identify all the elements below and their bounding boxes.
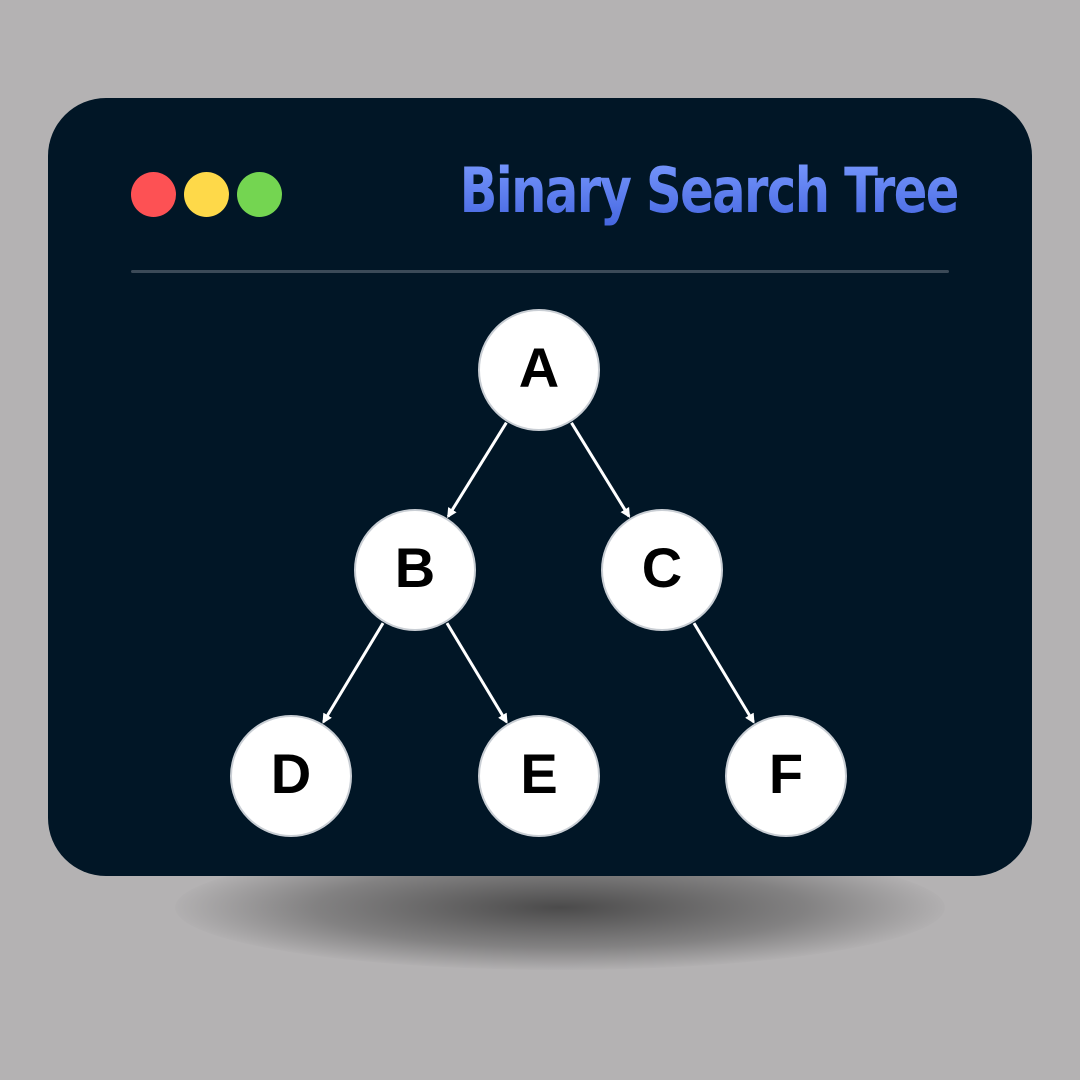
tree-node-b[interactable]: B bbox=[354, 509, 476, 631]
edge-a-b bbox=[446, 421, 508, 519]
node-label: C bbox=[642, 536, 682, 599]
tree-node-f[interactable]: F bbox=[725, 715, 847, 837]
maximize-button[interactable] bbox=[237, 172, 282, 217]
tree-node-a[interactable]: A bbox=[478, 309, 600, 431]
header-divider bbox=[131, 270, 949, 273]
node-label: E bbox=[520, 742, 557, 805]
tree-edges bbox=[322, 421, 755, 724]
edge-c-f bbox=[692, 622, 755, 724]
edge-a-c bbox=[570, 422, 631, 519]
tree-nodes: A B C D E F bbox=[230, 309, 847, 837]
node-label: F bbox=[769, 742, 803, 805]
node-circle bbox=[601, 509, 723, 631]
tree-node-e[interactable]: E bbox=[478, 715, 600, 837]
tree-node-d[interactable]: D bbox=[230, 715, 352, 837]
edge-b-e bbox=[445, 622, 508, 724]
node-circle bbox=[725, 715, 847, 837]
tree-node-c[interactable]: C bbox=[601, 509, 723, 631]
node-circle bbox=[478, 309, 600, 431]
minimize-button[interactable] bbox=[184, 172, 229, 217]
node-label: D bbox=[271, 742, 311, 805]
edge-b-d bbox=[322, 622, 385, 724]
node-label: B bbox=[395, 536, 435, 599]
node-label: A bbox=[519, 336, 559, 399]
window-title: Binary Search Tree bbox=[459, 154, 960, 227]
window-controls bbox=[131, 172, 282, 217]
app-window: Binary Search Tree bbox=[48, 98, 1032, 876]
node-circle bbox=[354, 509, 476, 631]
close-button[interactable] bbox=[131, 172, 176, 217]
node-circle bbox=[230, 715, 352, 837]
node-circle bbox=[478, 715, 600, 837]
